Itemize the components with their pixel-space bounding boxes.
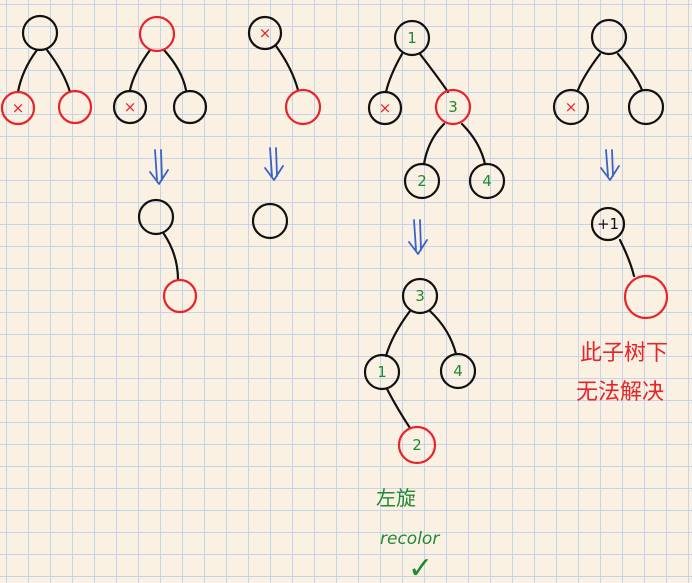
tree-4-node-x-black (367, 90, 403, 126)
tree-1-edge-right (45, 48, 72, 94)
tree-2-root-red (138, 15, 176, 53)
tree-5: 3 1 4 2 (363, 277, 477, 465)
tree-3-root-black (247, 15, 283, 51)
tree-3-result (251, 202, 289, 240)
unsolvable-note-line2: 无法解决 (576, 380, 664, 405)
tree-5-node-3-black (401, 277, 439, 315)
tree-4-down-arrow (408, 219, 428, 255)
tree-5-node-2-red (397, 425, 437, 465)
unsolvable-annotation: 此子树下 无法解决 (576, 341, 668, 405)
tree-2-result-edge (162, 232, 180, 282)
tree-6-root-black (590, 18, 628, 56)
tree-6-result-root-label: +1 (597, 215, 619, 233)
tree-4-node-x-mark: × (379, 99, 392, 117)
tree-4-node-3-label: 3 (448, 98, 458, 116)
tree-6-result-child-red (623, 274, 669, 320)
rotation-annotation: 左旋 recolor ✓ (376, 486, 440, 583)
tree-5-node-1-black (363, 353, 401, 391)
tree-6-right-black (627, 88, 665, 126)
tree-5-node-1-label: 1 (377, 363, 387, 381)
tree-3-right-red (284, 88, 322, 126)
tree-6-result-root-black (590, 206, 626, 242)
unsolvable-note-line1: 此子树下 (580, 341, 668, 366)
tree-2: × (112, 15, 208, 125)
tree-4-node-4-label: 4 (482, 172, 492, 190)
tree-5-edge-3-to-4 (428, 309, 458, 356)
tree-4-node-4-black (468, 162, 506, 200)
tree-2-edge-right (162, 48, 188, 92)
tree-6-edge-right (616, 52, 644, 92)
tree-4-edge-1-to-x (384, 52, 404, 94)
tree-2-left-black (112, 89, 148, 125)
tree-2-left-x-mark: × (124, 98, 137, 116)
tree-1-edge-left (16, 48, 39, 94)
tree-6-left-black (552, 88, 590, 126)
tree-3-edge-right (274, 44, 300, 92)
tree-4-edge-3-to-2 (422, 122, 446, 166)
tree-6-result: +1 (590, 206, 669, 320)
tree-1: × (0, 14, 93, 126)
tree-2-result-root-black (137, 198, 175, 236)
tree-3-root-x-mark: × (259, 24, 272, 42)
tree-3: × (247, 15, 322, 126)
tree-5-node-4-label: 4 (453, 362, 463, 380)
tree-6-result-edge (618, 238, 636, 278)
tree-3-result-black (251, 202, 289, 240)
tree-4-node-2-black (403, 162, 441, 200)
tree-2-down-arrow (149, 149, 169, 185)
tree-6-edge-left (576, 52, 602, 92)
tree-6-left-x-mark: × (565, 98, 578, 116)
rotation-note-line1: 左旋 (376, 486, 416, 510)
tree-5-edge-1-to-2 (385, 387, 412, 430)
tree-5-node-2-label: 2 (412, 436, 422, 454)
tree-2-edge-left (128, 48, 152, 92)
tree-6-down-arrow (600, 149, 620, 181)
tree-4-node-1-label: 1 (407, 29, 417, 47)
tree-5-node-4-black (439, 352, 477, 390)
tree-4-edge-3-to-4 (460, 122, 487, 166)
tree-1-left-red (0, 90, 36, 126)
tree-4-node-2-label: 2 (417, 172, 427, 190)
tree-6: × (552, 18, 665, 126)
tree-2-result-child-red (162, 278, 198, 314)
tree-4-node-3-red (434, 88, 472, 126)
tree-4-edge-1-to-3 (418, 52, 450, 94)
tree-5-edge-3-to-1 (384, 309, 412, 358)
tree-2-result (137, 198, 198, 314)
tree-4-node-1-black (393, 19, 431, 57)
tree-1-left-x-mark: × (12, 99, 25, 117)
tree-1-right-red (57, 89, 93, 125)
check-mark: ✓ (408, 551, 433, 583)
tree-4: 1 × 3 2 4 (367, 19, 506, 200)
rotation-note-line2: recolor (380, 529, 440, 549)
tree-3-down-arrow (264, 147, 284, 181)
tree-2-right-black (172, 89, 208, 125)
tree-5-node-3-label: 3 (415, 287, 425, 305)
tree-1-root-black (21, 14, 59, 52)
